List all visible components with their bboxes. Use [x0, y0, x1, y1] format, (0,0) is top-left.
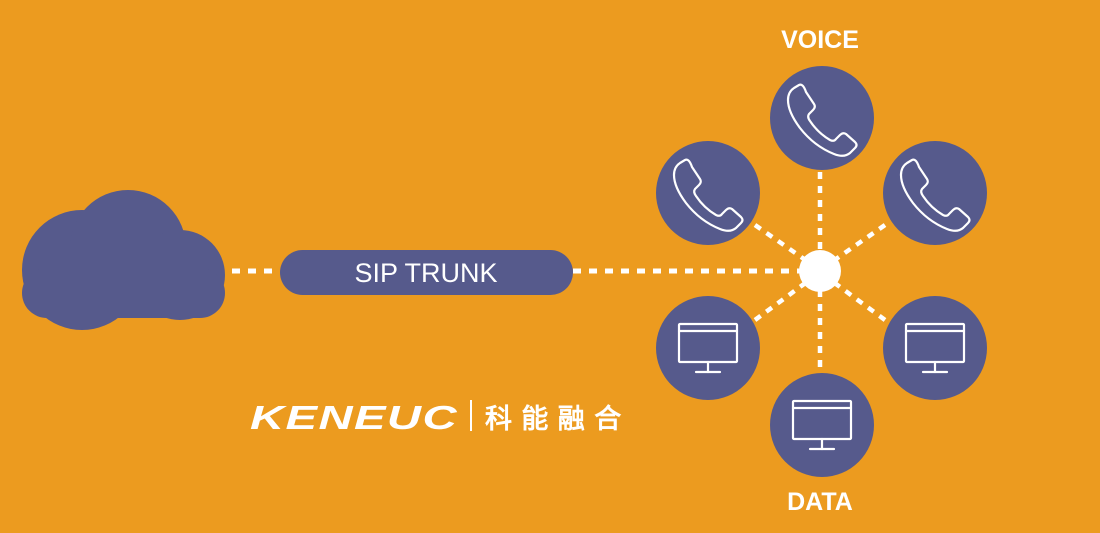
- brand-logo: KENEUC: [250, 399, 458, 436]
- sip-trunk-label: SIP TRUNK: [354, 258, 497, 288]
- connection-lines: [232, 172, 887, 372]
- phone-node-right: [883, 141, 987, 245]
- phone-node-top: [770, 66, 874, 170]
- hub-to-phone-left-line: [753, 223, 806, 261]
- phone-node-left: [656, 141, 760, 245]
- cloud-icon: [22, 190, 225, 330]
- monitor-node-bottom: [770, 373, 874, 477]
- data-label: DATA: [787, 488, 853, 516]
- brand-chinese: 科 能 融 合: [485, 403, 621, 435]
- voice-label: VOICE: [781, 26, 859, 54]
- sip-trunk-pill: SIP TRUNK: [280, 250, 573, 295]
- hub-to-monitor-right-line: [834, 282, 887, 322]
- brand-watermark: KENEUC 科 能 融 合: [250, 399, 621, 436]
- monitor-node-left: [656, 296, 760, 400]
- hub-to-phone-right-line: [834, 223, 887, 261]
- hub-to-monitor-left-line: [753, 282, 806, 322]
- monitor-node-right: [883, 296, 987, 400]
- hub-node: [799, 250, 841, 292]
